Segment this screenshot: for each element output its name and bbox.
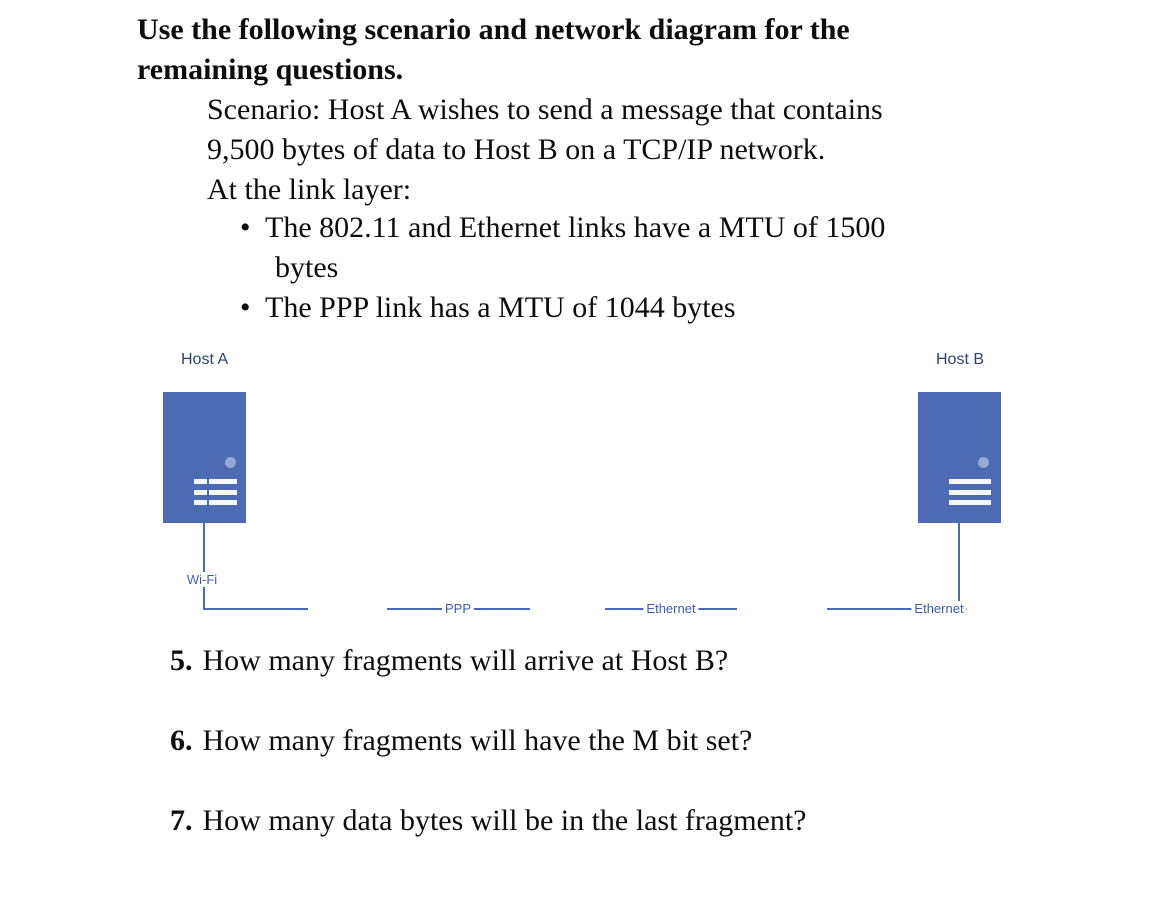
- question-5-number: 5.: [170, 644, 193, 677]
- server-vent: [209, 479, 237, 484]
- question-7: 7. How many data bytes will be in the las…: [170, 801, 807, 841]
- server-vent: [209, 490, 237, 495]
- server-led-dot: [978, 457, 989, 468]
- host-a-server-icon: [163, 392, 246, 523]
- heading-line-2: remaining questions.: [137, 53, 404, 86]
- heading-line-1: Use the following scenario and network d…: [137, 13, 850, 46]
- question-6-number: 6.: [170, 724, 193, 757]
- question-6: 6. How many fragments will have the M bit…: [170, 721, 752, 761]
- bullet-marker: •: [240, 291, 251, 324]
- host-b-label: Host B: [936, 351, 985, 368]
- ppp-link-label: PPP: [441, 601, 475, 616]
- host-a-label: Host A: [181, 351, 229, 368]
- server-vent: [194, 490, 207, 495]
- question-5-text: How many fragments will arrive at Host B…: [202, 644, 729, 677]
- question-7-number: 7.: [170, 804, 193, 837]
- scenario-line-3: At the link layer:: [207, 173, 412, 206]
- server-vent: [194, 500, 207, 505]
- question-6-text: How many fragments will have the M bit s…: [202, 724, 753, 757]
- server-led-dot: [225, 457, 236, 468]
- server-vent: [194, 479, 207, 484]
- ethernet-link-label-2: Ethernet: [911, 601, 967, 616]
- host-a-drop-line: [203, 523, 205, 609]
- server-vent: [949, 479, 991, 484]
- scenario-line-1: Scenario: Host A wishes to send a messag…: [207, 93, 883, 126]
- server-vent: [949, 500, 991, 505]
- wifi-link-label: Wi-Fi: [183, 572, 221, 587]
- server-vent: [949, 490, 991, 495]
- wifi-link-line: [203, 608, 308, 610]
- host-b-server-icon: [918, 392, 1001, 523]
- heading: Use the following scenario and network d…: [137, 10, 850, 90]
- ethernet-link-label-1: Ethernet: [643, 601, 699, 616]
- ethernet-link-line-2: [827, 608, 967, 610]
- server-vent: [209, 500, 237, 505]
- scenario-paragraph: Scenario: Host A wishes to send a messag…: [207, 90, 883, 210]
- scenario-line-2: 9,500 bytes of data to Host B on a TCP/I…: [207, 133, 826, 166]
- question-7-text: How many data bytes will be in the last …: [202, 804, 807, 837]
- question-5: 5. How many fragments will arrive at Host…: [170, 641, 728, 681]
- bullet-marker: •: [240, 211, 251, 244]
- bullet-1-line-2: bytes: [275, 251, 339, 284]
- host-b-drop-line: [958, 523, 960, 609]
- bullet-2-line-1: The PPP link has a MTU of 1044 bytes: [265, 291, 736, 324]
- bullet-1-line-1: The 802.11 and Ethernet links have a MTU…: [265, 211, 886, 244]
